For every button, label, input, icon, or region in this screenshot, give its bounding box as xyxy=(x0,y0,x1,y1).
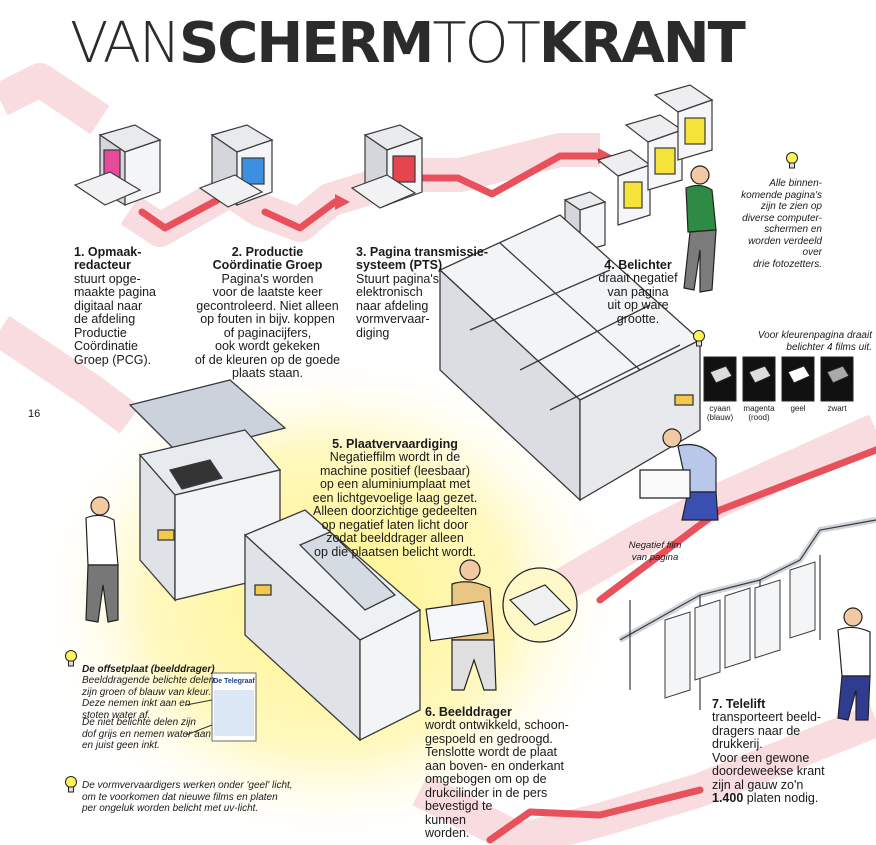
computer-3 xyxy=(350,124,424,209)
telelift-worker xyxy=(837,607,871,721)
step-6-heading: 6. Beelddrager xyxy=(425,704,512,719)
step-6-text: wordt ontwikkeld, schoon- gespoeld en ge… xyxy=(425,718,569,840)
film-label-black: zwart xyxy=(827,404,847,413)
step-5-text: Negatieffilm wordt in de machine positie… xyxy=(312,450,478,559)
imagesetter-operator xyxy=(639,428,719,521)
newspaper-mini-title: De Telegraaf xyxy=(213,678,255,685)
color-films-note: Voor kleurenpagina draait belichter 4 fi… xyxy=(757,330,872,353)
step-3: 3. Pagina transmissie- systeem (PTS)Stuu… xyxy=(356,232,506,354)
flow-arrow-2 xyxy=(335,194,350,210)
offset-plate-note: De offsetplaat (beelddrager)Beelddragend… xyxy=(82,652,257,721)
film-label-cyan: cyaan (blauw) xyxy=(706,404,734,422)
film-label-magenta: magenta (rood) xyxy=(743,404,775,422)
step-3-text: Stuurt pagina's elektronisch naar afdeli… xyxy=(356,271,439,340)
plate-detail-circle xyxy=(502,567,578,643)
step-7-text: transporteert beeld- dragers naar de dru… xyxy=(712,710,825,792)
step-7-number: 1.400 xyxy=(712,791,744,805)
page-title: VANSCHERMTOTKRANT xyxy=(70,11,746,76)
step-2-heading: 2. Productie Coördinatie Groep xyxy=(212,244,323,272)
imagesetter xyxy=(438,214,702,502)
yellow-light-note: De vormvervaardigers werken onder 'geel'… xyxy=(82,780,293,814)
step-4-heading: 4. Belichter xyxy=(604,257,672,272)
screens-note: Alle binnen- komende pagina's zijn te zi… xyxy=(741,178,822,270)
offset-plate-text-1: Beelddragende belichte delen zijn groen … xyxy=(82,675,215,721)
step-2-text: Pagina's worden voor de laatste keer gec… xyxy=(194,271,341,380)
page-number: 16 xyxy=(28,408,41,420)
step-4-text: draait negatief van pagina uit op ware g… xyxy=(598,271,678,326)
title-scherm: SCHERM xyxy=(178,11,434,76)
plate-worker-center xyxy=(425,559,497,691)
plate-developer-machine xyxy=(243,509,422,742)
film-label-yellow: geel xyxy=(790,404,806,413)
lightbulb-icon xyxy=(693,330,705,347)
title-tot: TOT xyxy=(432,11,540,76)
film-icons xyxy=(703,356,854,402)
title-van: VAN xyxy=(70,11,181,76)
step-1-text: stuurt opge- maakte pagina digitaal naar… xyxy=(74,271,157,367)
computer-1 xyxy=(73,124,162,207)
lightbulb-icon xyxy=(786,152,798,169)
lightbulb-icon xyxy=(65,650,77,667)
screens-cluster xyxy=(596,84,714,226)
telelift-plates xyxy=(664,561,816,699)
computer-2 xyxy=(198,124,274,208)
step-3-heading: 3. Pagina transmissie- systeem (PTS) xyxy=(356,244,489,272)
step-7-heading: 7. Telelift xyxy=(712,696,766,711)
lightbulb-icon xyxy=(65,776,77,793)
step-7-tail: platen nodig. xyxy=(743,791,819,805)
step-1-heading: 1. Opmaak- redacteur xyxy=(74,244,142,272)
title-krant: KRANT xyxy=(538,11,746,76)
operator-person xyxy=(683,165,717,293)
offset-plate-note-2: De niet belichte delen zijn dof grijs en… xyxy=(82,717,211,751)
negative-film-label: Negatief film van pagina xyxy=(628,540,682,563)
plate-worker-left xyxy=(85,496,119,623)
offset-plate-heading: De offsetplaat (beelddrager) xyxy=(82,663,215,675)
step-5-heading: 5. Plaatvervaardiging xyxy=(332,436,458,451)
